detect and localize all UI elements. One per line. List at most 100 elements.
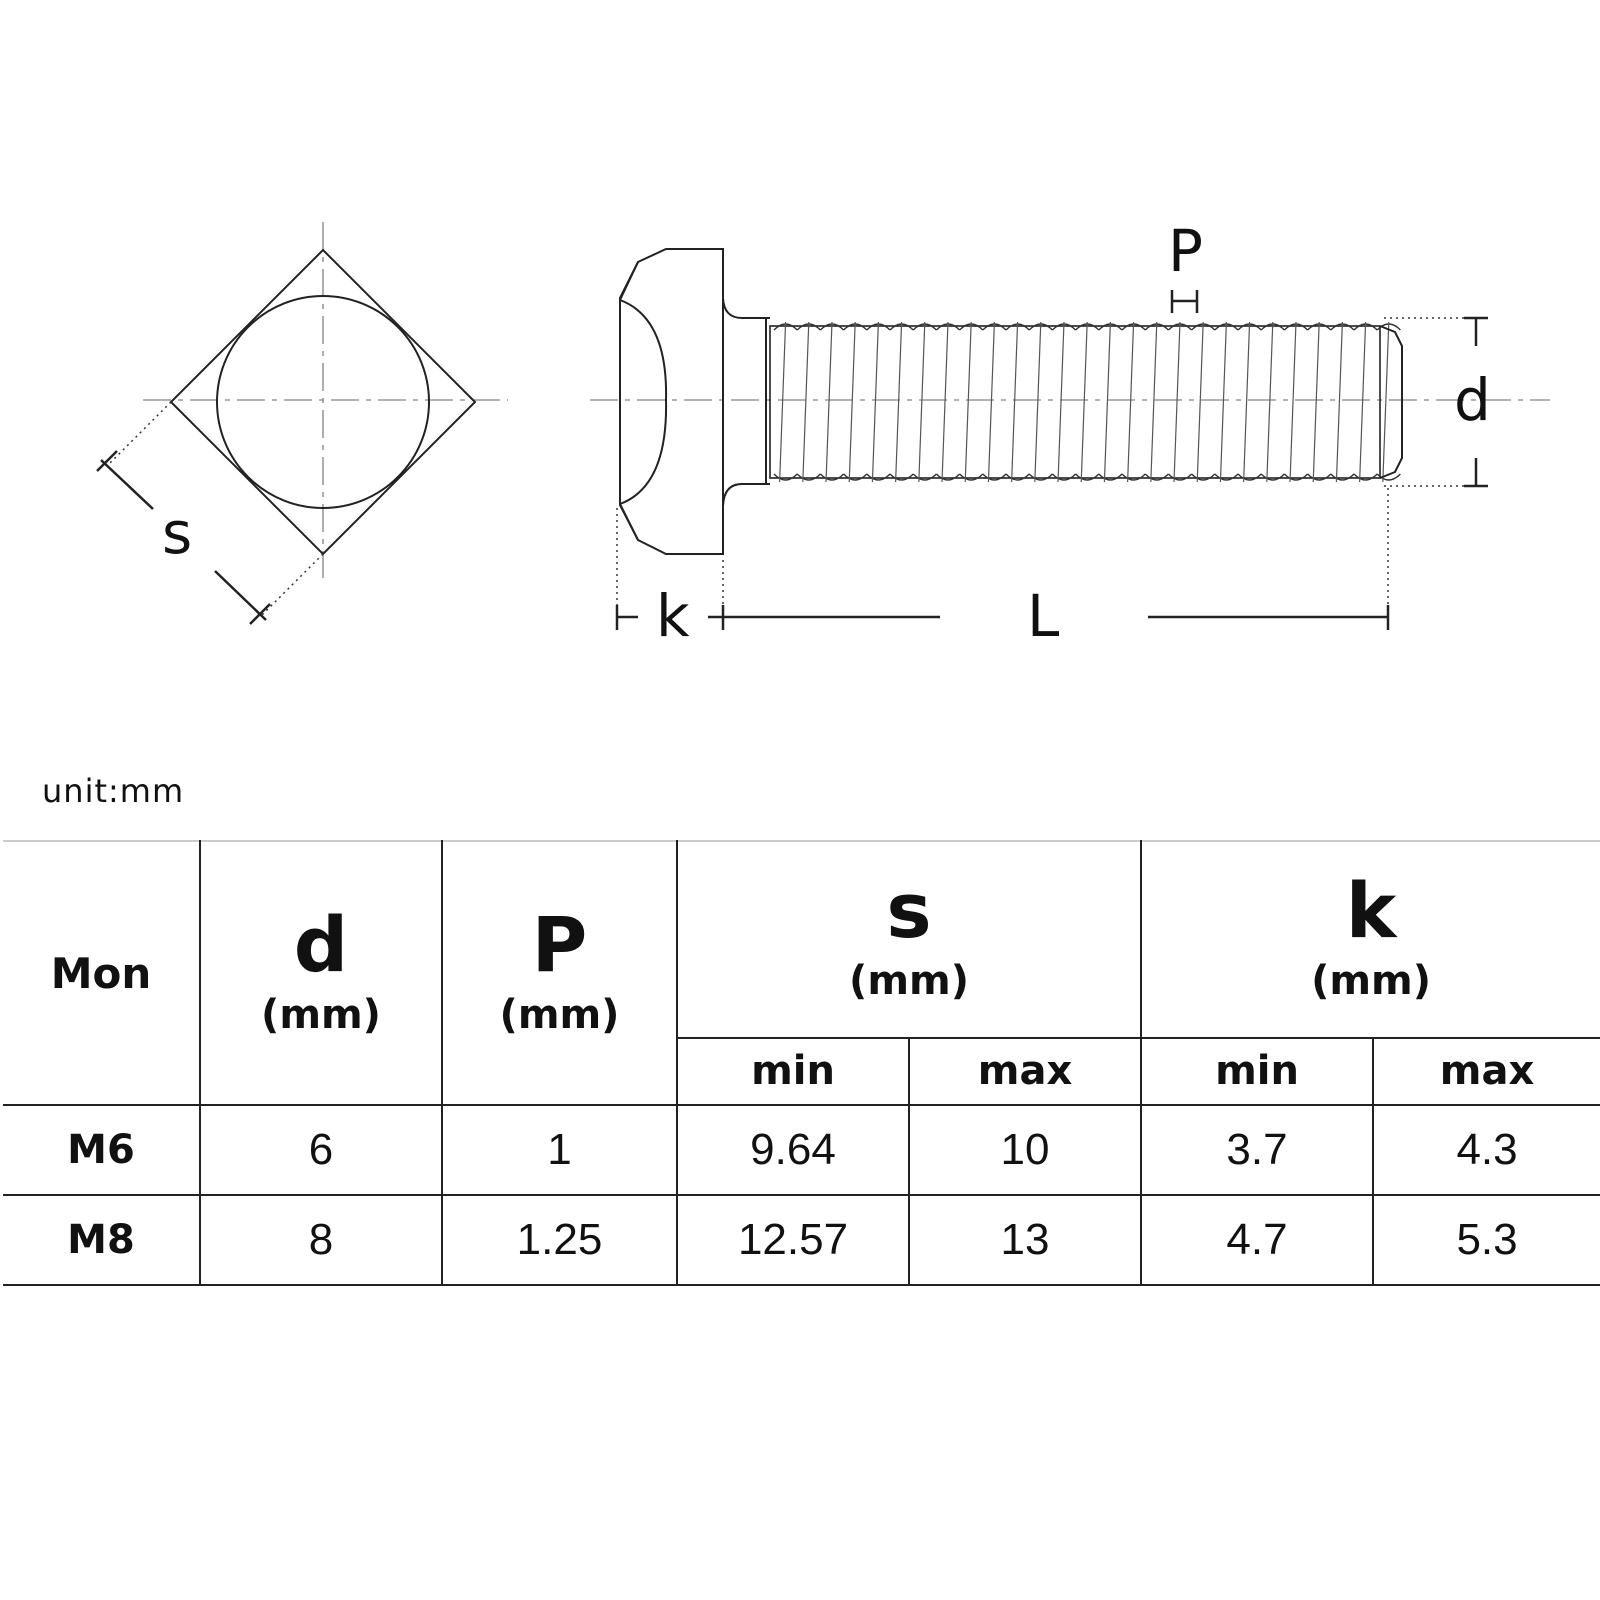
spec-table: Mon d (mm) P (mm) s (mm) k (mm) min max … bbox=[3, 840, 1600, 1286]
thread-crest-bottom bbox=[1144, 473, 1169, 481]
thread-line bbox=[779, 321, 787, 483]
bolt-head-outline bbox=[619, 248, 724, 555]
table-subheader-row: min max min max bbox=[3, 1036, 1600, 1107]
thread-crest-bottom bbox=[1191, 473, 1216, 481]
thread-line bbox=[1011, 321, 1019, 483]
cell-k-min: 4.7 bbox=[1140, 1194, 1375, 1286]
thread-crest-bottom bbox=[1353, 473, 1378, 481]
header-d-unit: (mm) bbox=[261, 992, 381, 1038]
thread-line bbox=[964, 321, 972, 483]
header-k-unit: (mm) bbox=[1311, 958, 1431, 1005]
thread-crest-bottom bbox=[1307, 473, 1332, 481]
head-chamfer-arc-lower bbox=[619, 399, 668, 505]
header-k-min: min bbox=[1140, 1036, 1375, 1107]
thread-crest-bottom bbox=[843, 473, 868, 481]
row-model: M8 bbox=[3, 1194, 201, 1286]
thread-line bbox=[1382, 321, 1390, 483]
thread-crest-bottom bbox=[1260, 473, 1285, 481]
header-s-unit: (mm) bbox=[849, 958, 969, 1005]
header-d-symbol: d bbox=[293, 900, 349, 989]
s-tick-2 bbox=[249, 603, 271, 625]
thread-crest-bottom bbox=[935, 473, 961, 481]
cell-s-max: 10 bbox=[907, 1104, 1143, 1196]
thread-line bbox=[1335, 321, 1343, 483]
thread-line bbox=[1289, 321, 1297, 483]
thread-line bbox=[1173, 321, 1181, 483]
thread-line bbox=[987, 321, 995, 483]
cell-s-max: 13 bbox=[907, 1194, 1143, 1286]
thread-crest-bottom bbox=[1028, 473, 1053, 481]
thread-crest-bottom bbox=[889, 473, 914, 481]
header-p-symbol: P bbox=[531, 900, 588, 989]
cell-k-max: 5.3 bbox=[1372, 1194, 1600, 1286]
d-label: d bbox=[1454, 366, 1491, 434]
thread-crest-bottom bbox=[796, 473, 821, 481]
s-extension-line-2 bbox=[259, 553, 324, 618]
header-s-max: max bbox=[907, 1036, 1143, 1107]
thread-body bbox=[769, 325, 1381, 479]
row-model: M6 bbox=[3, 1104, 201, 1196]
thread-line bbox=[802, 321, 810, 483]
head-chamfer-arc-upper bbox=[619, 299, 668, 401]
thread-line bbox=[871, 321, 879, 483]
head-edge-upper bbox=[619, 261, 639, 301]
s-dimension-line-1 bbox=[100, 459, 154, 510]
thread-line bbox=[1266, 321, 1274, 483]
header-model: Mon bbox=[3, 840, 201, 1106]
square-head-top-view bbox=[96, 222, 508, 625]
thread-line bbox=[1057, 321, 1065, 483]
bolt-side-view bbox=[590, 248, 1550, 630]
thread-line bbox=[918, 321, 926, 483]
table-header-row: Mon d (mm) P (mm) s (mm) k (mm) bbox=[3, 840, 1600, 1106]
cell-d: 6 bbox=[199, 1104, 443, 1196]
thread-end-chamfer bbox=[1379, 325, 1403, 479]
thread-crest-bottom bbox=[1283, 473, 1309, 481]
thread-line bbox=[1080, 321, 1088, 483]
cell-k-min: 3.7 bbox=[1140, 1104, 1375, 1196]
thread-crest-bottom bbox=[1075, 473, 1100, 481]
thread-crest-bottom bbox=[959, 473, 984, 481]
header-s: s (mm) bbox=[675, 840, 1143, 1039]
cell-p: 1.25 bbox=[441, 1194, 678, 1286]
s-dimension-line-2 bbox=[214, 570, 267, 621]
thread-crest-bottom bbox=[1237, 473, 1262, 481]
thread-line bbox=[1103, 321, 1111, 483]
thread-crest-bottom bbox=[1005, 473, 1030, 481]
thread-crest-bottom bbox=[866, 473, 891, 481]
thread-line bbox=[825, 321, 833, 483]
thread-line bbox=[1196, 321, 1204, 483]
header-d: d (mm) bbox=[199, 840, 443, 1106]
shank-circle bbox=[216, 295, 430, 509]
P-label: P bbox=[1168, 217, 1203, 285]
thread-crest-bottom bbox=[1376, 473, 1401, 481]
header-k-symbol: k bbox=[1345, 866, 1397, 956]
cell-d: 8 bbox=[199, 1194, 443, 1286]
thread-line bbox=[941, 321, 949, 483]
thread-line bbox=[1219, 321, 1227, 483]
thread-crest-bottom bbox=[1098, 473, 1123, 481]
thread-crest-bottom bbox=[773, 473, 798, 481]
thread-crest-bottom bbox=[1330, 473, 1355, 481]
cell-s-min: 9.64 bbox=[676, 1104, 910, 1196]
L-label: L bbox=[1027, 582, 1059, 650]
thread-line bbox=[895, 321, 903, 483]
thread-line bbox=[1359, 321, 1367, 483]
head-edge-lower bbox=[619, 503, 639, 541]
thread-crest-bottom bbox=[912, 473, 937, 481]
header-s-symbol: s bbox=[886, 866, 932, 956]
header-k-max: max bbox=[1372, 1036, 1600, 1107]
s-tick-1 bbox=[96, 450, 118, 472]
thread-crest-bottom bbox=[1214, 473, 1239, 481]
thread-line bbox=[1243, 321, 1251, 483]
thread-line bbox=[1312, 321, 1320, 483]
header-p: P (mm) bbox=[441, 840, 678, 1106]
s-extension-line-1 bbox=[109, 401, 172, 464]
bolt-neck bbox=[722, 297, 770, 507]
cell-p: 1 bbox=[441, 1104, 678, 1196]
unit-label: unit:mm bbox=[42, 772, 185, 810]
header-p-unit: (mm) bbox=[499, 992, 620, 1038]
cell-k-max: 4.3 bbox=[1372, 1104, 1600, 1196]
bolt-technical-drawing: s bbox=[96, 217, 1550, 650]
thread-crest-bottom bbox=[1051, 473, 1077, 481]
cell-s-min: 12.57 bbox=[676, 1194, 910, 1286]
